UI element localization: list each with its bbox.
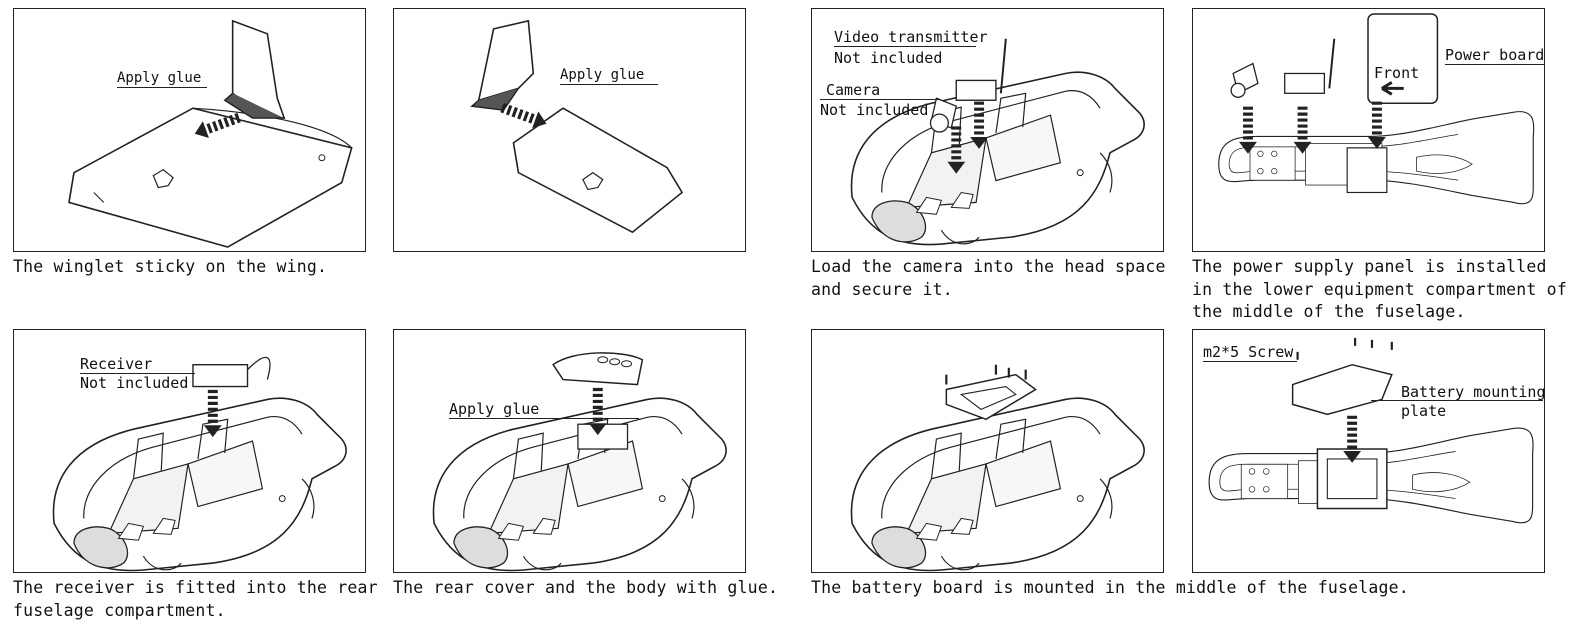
video-transmitter-note: Not included	[834, 49, 943, 67]
leader-line	[80, 373, 195, 374]
leader-line	[834, 46, 976, 47]
fuselage-battery-plate-top-illustration	[1208, 337, 1534, 524]
fuselage-power-board-illustration	[1218, 13, 1535, 205]
panel-step-3: Video transmitter Not included Camera No…	[811, 8, 1164, 252]
receiver-note: Not included	[80, 374, 189, 392]
panel-step-4: Power board Front	[1192, 8, 1545, 252]
screw-label: m2*5 Screw	[1203, 343, 1298, 362]
fuselage-camera-illustration	[850, 38, 1145, 246]
apply-glue-label: Apply glue	[449, 400, 640, 419]
caption-step-1: The winglet sticky on the wing.	[13, 257, 328, 276]
panel-step-5: Receiver Not included	[13, 329, 366, 573]
power-board-label: Power board	[1445, 46, 1544, 65]
apply-glue-label: Apply glue	[117, 69, 208, 88]
caption-step-3: Load the camera into the head space and …	[811, 257, 1166, 299]
wing-illustration-2	[470, 19, 684, 234]
apply-glue-label: Apply glue	[560, 66, 659, 85]
caption-step-5: The receiver is fitted into the rear fus…	[13, 578, 378, 620]
caption-step-7: The battery board is mounted in the midd…	[811, 578, 1409, 597]
fuselage-battery-plate-illustration	[850, 364, 1145, 572]
video-transmitter-label: Video transmitter	[834, 28, 988, 46]
battery-mount-label: Battery mounting	[1401, 383, 1545, 401]
panel-step-6: Apply glue	[393, 329, 746, 573]
caption-step-4: The power supply panel is installed in t…	[1192, 257, 1567, 321]
wing-illustration	[68, 19, 353, 248]
camera-note: Not included	[820, 101, 929, 119]
camera-label: Camera	[826, 81, 881, 99]
fuselage-receiver-illustration	[52, 356, 347, 572]
receiver-label: Receiver	[80, 355, 153, 373]
battery-mount-label-line2: plate	[1401, 402, 1447, 420]
caption-step-6: The rear cover and the body with glue.	[393, 578, 779, 597]
fuselage-rear-cover-illustration	[432, 352, 727, 572]
panel-step-2: Apply glue	[393, 8, 746, 252]
panel-step-1: Apply glue	[13, 8, 366, 252]
panel-step-7	[811, 329, 1164, 573]
panel-step-8: m2*5 Screw Battery mounting plate	[1192, 329, 1545, 573]
leader-line	[1371, 400, 1543, 401]
leader-line	[820, 99, 940, 100]
front-label: Front	[1374, 64, 1420, 82]
